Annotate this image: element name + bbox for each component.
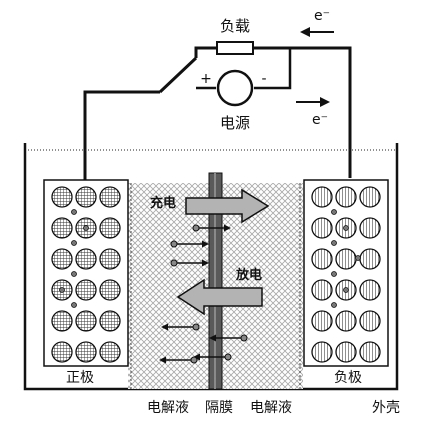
negative-particle [359,248,381,270]
positive-particle [51,248,73,270]
ion-marker [240,334,248,342]
lithium-ion [71,240,77,246]
lithium-ion [343,225,349,231]
negative-particle [311,310,333,332]
ion-marker [190,356,198,364]
lithium-ion [71,271,77,277]
positive-particle [99,310,121,332]
positive-particle [75,186,97,208]
charge-arrow-icon [185,188,270,224]
lithium-ion [331,302,337,308]
load-label: 负载 [220,17,250,35]
electron-arrow-left-icon [300,27,334,37]
ion-marker [170,240,178,248]
negative-particle [311,341,333,363]
negative-particle [311,186,333,208]
power-source [216,69,254,107]
source-wire [196,48,292,90]
positive-particle [99,248,121,270]
negative-particle [359,217,381,239]
negative-particles [311,186,381,363]
load-resistor [216,41,254,55]
positive-particle [75,248,97,270]
negative-electrode-plate [303,179,389,367]
ion-arrowhead-icon [159,356,166,364]
electron-label-top: e⁻ [314,8,330,24]
positive-particle [99,186,121,208]
negative-particle [335,310,357,332]
lithium-ion [331,240,337,246]
source-plus-sign: + [200,71,212,87]
casing-label: 外壳 [372,399,400,416]
ion-arrowhead-icon [224,224,231,232]
discharge-label: 放电 [235,267,262,283]
charge-label: 充电 [150,195,176,211]
negative-particle [359,310,381,332]
negative-particle [335,186,357,208]
positive-particle [51,341,73,363]
external-circuit: 负载 + - 电源 e⁻ e⁻ [83,8,352,178]
electrolyte-left-label: 电解液 [147,400,189,416]
lithium-ion [59,287,65,293]
positive-particle [51,186,73,208]
ion-marker [224,353,232,361]
lithium-ion [331,209,337,215]
separator-label: 隔膜 [205,400,233,416]
positive-particle [99,279,121,301]
positive-electrode: 正极 [43,160,129,386]
ion-arrowhead-icon [202,259,209,267]
negative-particle [311,279,333,301]
lithium-ion [83,225,89,231]
positive-electrode-plate [43,179,129,367]
ion-arrowhead-icon [161,323,168,331]
lithium-ion [331,271,337,277]
ion-arrowhead-icon [209,334,216,342]
positive-particle [75,279,97,301]
negative-particle [359,279,381,301]
discharge-arrow-icon [176,278,263,316]
positive-particle [99,217,121,239]
ion-marker [192,224,200,232]
positive-particle [51,310,73,332]
circuit-wire [83,46,352,178]
negative-electrode-label: 负极 [334,370,362,386]
negative-electrode: 负极 [303,179,389,386]
lithium-ion [71,209,77,215]
lithium-ion [343,287,349,293]
negative-particle [311,217,333,239]
negative-particle [335,341,357,363]
positive-particle [51,217,73,239]
source-label: 电源 [220,114,250,132]
electron-arrow-right-icon [296,97,330,107]
lithium-ion [355,255,361,261]
positive-particle [99,341,121,363]
lithium-ion [71,302,77,308]
negative-particle [359,341,381,363]
source-minus-sign: - [261,71,266,87]
ion-arrowhead-icon [202,240,209,248]
ion-marker [192,323,200,331]
electrolyte-right-label: 电解液 [250,400,292,416]
negative-particle [359,186,381,208]
ion-markers [159,224,248,364]
ion-arrowhead-icon [193,353,200,361]
positive-electrode-label: 正极 [66,370,94,386]
negative-particle [335,248,357,270]
positive-particles [51,186,121,363]
ion-marker [170,259,178,267]
positive-particle [75,341,97,363]
positive-particle [75,310,97,332]
electron-label-bottom: e⁻ [312,112,328,128]
negative-particle [311,248,333,270]
